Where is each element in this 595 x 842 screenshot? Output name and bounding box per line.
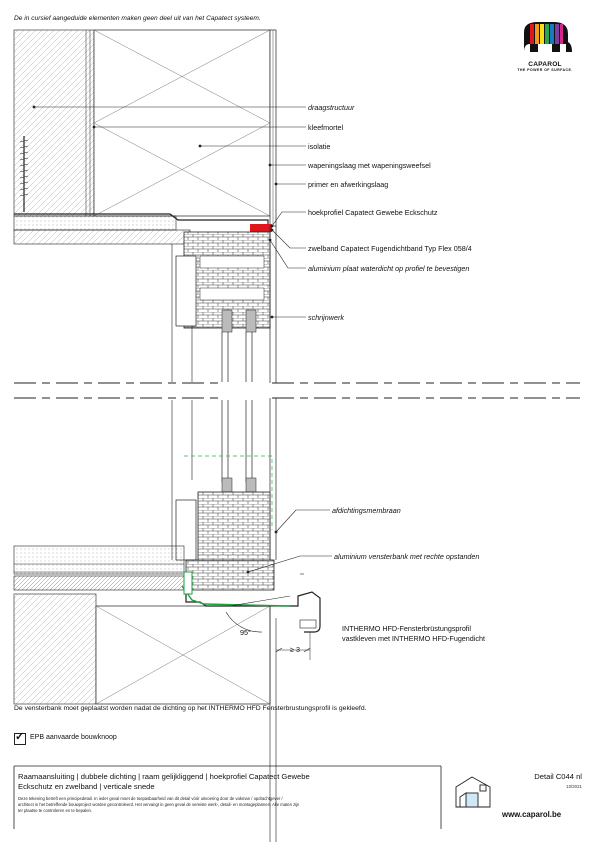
lower-wall — [13, 593, 277, 842]
logo-brand: CAPAROL — [528, 61, 562, 68]
footer-disclaimer-3: ter plaatse te controleren en te bepalen… — [18, 808, 93, 813]
label-schrijnwerk: schrijnwerk — [308, 313, 344, 322]
detail-date: 10/2021 — [566, 784, 582, 789]
check-icon: ✓ — [15, 731, 25, 743]
label-wapeningslaag: wapeningslaag met wapeningsweefsel — [308, 161, 431, 170]
sill-note: De vensterbank moet geplaatst worden nad… — [14, 705, 367, 712]
website-link[interactable]: www.caparol.be — [502, 810, 562, 819]
sill — [181, 571, 321, 660]
logo-tagline: THE POWER OF SURFACE. — [517, 68, 573, 72]
detail-number: Detail C044 nl — [534, 772, 582, 781]
elephant-icon — [524, 22, 572, 52]
window-frame-bottom — [175, 455, 275, 591]
interior-floor — [13, 545, 185, 591]
footer-title-line1: Raamaansluiting | dubbele dichting | raa… — [18, 772, 310, 781]
label-kleefmortel: kleefmortel — [308, 123, 344, 132]
label-afdichtingsmembraan: afdichtingsmembraan — [332, 506, 401, 515]
glazing — [171, 332, 257, 560]
label-zwelband: zwelband Capatect Fugendichtband Typ Fle… — [308, 244, 472, 253]
dimension-gap: ≥ 3 — [290, 645, 300, 654]
label-hoekprofiel: hoekprofiel Capatect Gewebe Eckschutz — [308, 208, 438, 217]
dimension-angle: 95° — [240, 628, 251, 637]
window-frame-top — [171, 231, 271, 382]
footer-disclaimer-1: Deze tekening betreft een principedetail… — [18, 796, 283, 801]
break-lines — [14, 226, 580, 560]
label-primer: primer en afwerkingslaag — [308, 180, 389, 189]
label-aluplaat: aluminium plaat waterdicht op profiel te… — [308, 264, 470, 273]
footer-disclaimer-2: architect in het betreffende bouwproject… — [18, 802, 300, 807]
caparol-logo: CAPAROL THE POWER OF SURFACE. — [514, 18, 576, 76]
house-icon — [455, 776, 491, 808]
label-vensterbank: aluminium vensterbank met rechte opstand… — [334, 552, 480, 561]
header-note: De in cursief aangeduide elementen maken… — [14, 15, 261, 22]
leader-lines — [34, 106, 332, 607]
epb-text: EPB aanvaarde bouwknoop — [30, 734, 117, 741]
zwelband-top — [250, 224, 272, 232]
label-intherm-line2: vastkleven met INTHERMO HFD-Fugendicht — [342, 634, 485, 643]
label-isolatie: isolatie — [308, 142, 331, 151]
footer-title-line2: Eckschutz en zwelband | verticale snede — [18, 782, 155, 791]
lintel-slab — [13, 213, 272, 245]
upper-wall — [13, 29, 277, 227]
leader-dots — [32, 105, 278, 574]
footer-frame — [13, 765, 442, 829]
epb-checkbox: ✓ — [14, 731, 26, 745]
label-draagstructuur: draagstructuur — [308, 103, 355, 112]
label-intherm-line1: INTHERMO HFD-Fensterbrüstungsprofil — [342, 624, 472, 633]
